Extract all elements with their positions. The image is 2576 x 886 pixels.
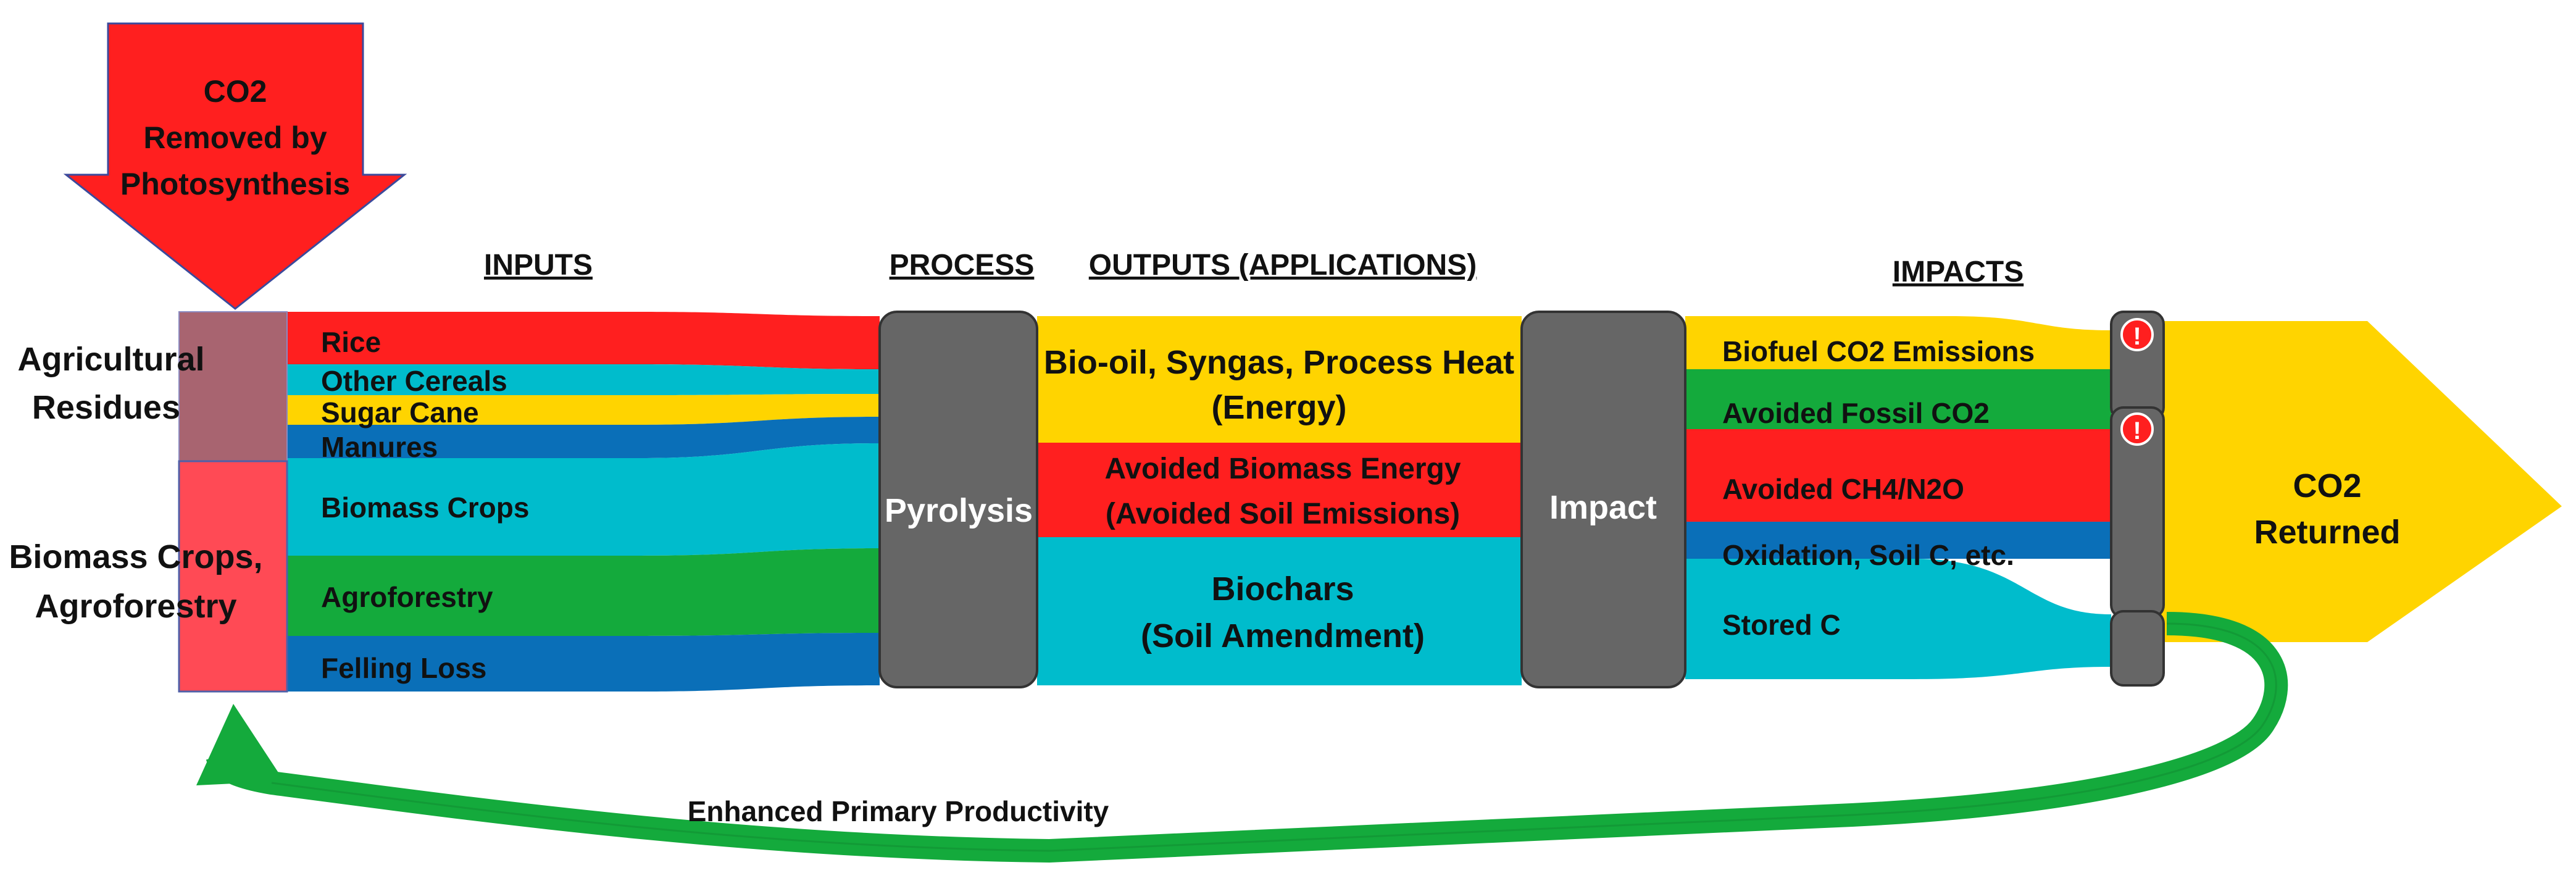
header-inputs: INPUTS (484, 249, 593, 282)
co2-removed-label-3: Photosynthesis (120, 167, 350, 201)
input-label-agroforestry: Agroforestry (321, 581, 493, 613)
flow-biomass-crops (287, 443, 880, 556)
source-agri-label-2: Residues (32, 389, 180, 426)
co2-removed-label-1: CO2 (204, 74, 267, 109)
input-label-sugar-cane: Sugar Cane (321, 396, 479, 428)
header-process: PROCESS (890, 249, 1035, 282)
impact-label-oxidation: Oxidation, Soil C, etc. (1722, 539, 2014, 571)
impact-stored-c (1685, 559, 2111, 679)
co2-returned-label-1: CO2 (2293, 467, 2361, 504)
impact-oxidation (1685, 522, 2111, 559)
output-energy (1037, 316, 1522, 443)
output-biochar-label-1: Biochars (1211, 570, 1354, 608)
flow-sugar-cane (287, 394, 880, 425)
flow-agroforestry (287, 548, 880, 636)
output-biochar-label-2: (Soil Amendment) (1141, 617, 1425, 654)
flow-other-cereals (287, 364, 880, 395)
impact-box-label: Impact (1549, 489, 1657, 526)
flow-manures (287, 417, 880, 458)
feedback-loop-arrow-outline (271, 622, 2277, 852)
input-label-manures: Manures (321, 431, 438, 463)
input-label-felling-loss: Felling Loss (321, 652, 486, 684)
source-agri-label-1: Agricultural (17, 341, 204, 378)
impact-label-ch4: Avoided CH4/N2O (1722, 473, 1964, 505)
flow-felling-loss (287, 633, 880, 692)
pyrolysis-label: Pyrolysis (885, 492, 1033, 529)
co2-returned-arrow (2142, 321, 2562, 642)
impact-box (1520, 311, 1686, 688)
impact-label-stored: Stored C (1722, 609, 1841, 641)
impact-label-biofuel: Biofuel CO2 Emissions (1722, 335, 2035, 367)
warning-icon-middle-glyph: ! (2133, 417, 2141, 445)
warning-icon-top (2120, 318, 2154, 351)
co2-removed-arrow (63, 22, 407, 310)
feedback-arrowhead (196, 704, 284, 785)
output-avoided-biomass (1037, 443, 1522, 537)
source-biomass-label-1: Biomass Crops, (9, 538, 262, 575)
feedback-label: Enhanced Primary Productivity (688, 795, 1109, 827)
input-label-biomass-crops: Biomass Crops (321, 491, 529, 524)
input-label-rice: Rice (321, 326, 381, 358)
impact-avoided-ch4 (1685, 429, 2111, 537)
source-biomass-crops-agroforestry (178, 460, 288, 693)
flow-rice (287, 312, 880, 369)
impact-biofuel-co2 (1685, 316, 2111, 380)
header-outputs: OUTPUTS (APPLICATIONS) (1089, 249, 1477, 282)
input-label-other-cereals: Other Cereals (321, 365, 507, 397)
output-avoided-label-2: (Avoided Soil Emissions) (1106, 498, 1460, 530)
header-impacts: IMPACTS (1893, 256, 2024, 288)
impact-label-fossil: Avoided Fossil CO2 (1722, 397, 1990, 429)
output-biochars (1037, 537, 1522, 685)
warning-icon-middle (2120, 412, 2154, 446)
source-agricultural-residues (178, 311, 288, 462)
co2-removed-label-2: Removed by (143, 120, 327, 155)
source-biomass-label-2: Agroforestry (35, 588, 236, 625)
pyrolysis-box (878, 311, 1038, 688)
co2-returned-label-2: Returned (2254, 514, 2400, 551)
output-energy-label-1: Bio-oil, Syngas, Process Heat (1044, 344, 1514, 381)
warning-icon-top-glyph: ! (2133, 323, 2141, 350)
valve-bottom (2110, 610, 2165, 687)
feedback-loop-arrow-body (206, 612, 2288, 863)
output-energy-label-2: (Energy) (1211, 389, 1346, 426)
output-avoided-label-1: Avoided Biomass Energy (1104, 453, 1461, 485)
